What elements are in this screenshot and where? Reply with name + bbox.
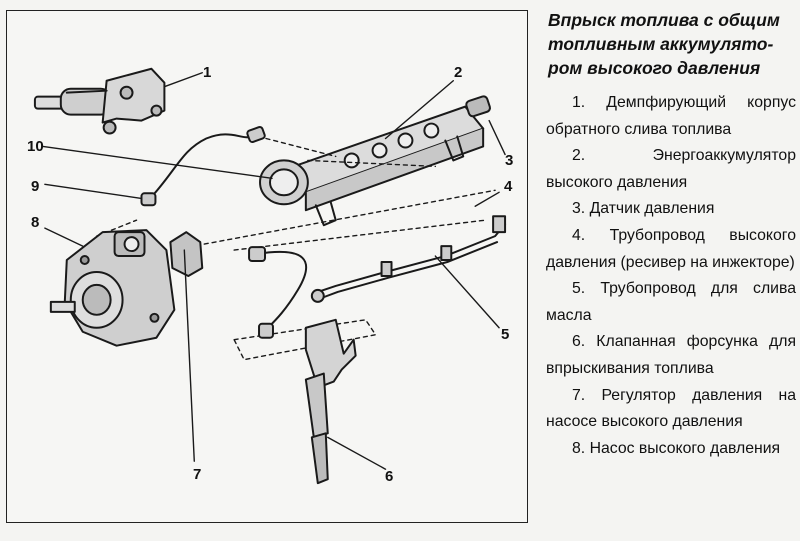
caption-title-line: ром высокого давления xyxy=(548,58,761,78)
callout-7: 7 xyxy=(193,466,202,483)
callout-4: 4 xyxy=(504,178,513,195)
callout-6: 6 xyxy=(385,468,394,485)
caption-title-line: Впрыск топлива с общим xyxy=(548,10,780,30)
illustration-frame: 1 2 3 4 5 6 7 8 9 10 xyxy=(6,10,528,523)
legend-item-5: 5. Трубопровод для слива масла xyxy=(546,280,796,324)
caption-block: Впрыск топлива с общим топливным аккумул… xyxy=(546,8,796,462)
callout-3: 3 xyxy=(505,152,514,169)
legend-item-6: 6. Клапанная форсунка для впрыскивания т… xyxy=(546,333,796,377)
fuel-system-drawing xyxy=(33,67,507,485)
callout-8: 8 xyxy=(31,214,40,231)
callout-10: 10 xyxy=(27,138,44,155)
high-pressure-pump xyxy=(49,229,204,347)
high-pressure-pipe-9 xyxy=(147,133,256,202)
caption-title-line: топливным аккумулято- xyxy=(548,34,774,54)
common-rail xyxy=(259,95,491,227)
legend-item-7: 7. Регулятор давления на насосе высокого… xyxy=(546,386,796,431)
callout-2: 2 xyxy=(454,64,463,81)
legend-item-1: 1. Демпфирующий корпус обратного слива т… xyxy=(546,94,796,138)
legend-item-4: 4. Трубопровод высокого давления (ресиве… xyxy=(546,226,796,271)
caption-title: Впрыск топлива с общим топливным аккумул… xyxy=(548,8,796,80)
damper-housing xyxy=(33,67,166,135)
legend-item-3: 3. Датчик давления xyxy=(572,200,715,218)
callout-9: 9 xyxy=(31,178,40,195)
high-pressure-pipe-4 xyxy=(255,250,308,329)
callout-1: 1 xyxy=(203,64,212,81)
oil-return-pipe xyxy=(310,215,507,303)
legend-item-2: 2. Энергоаккумулятор высокого давления xyxy=(546,147,796,191)
legend-item-8: 8. Насос высокого давления xyxy=(572,439,781,457)
injector xyxy=(304,318,357,485)
callout-5: 5 xyxy=(501,326,510,343)
